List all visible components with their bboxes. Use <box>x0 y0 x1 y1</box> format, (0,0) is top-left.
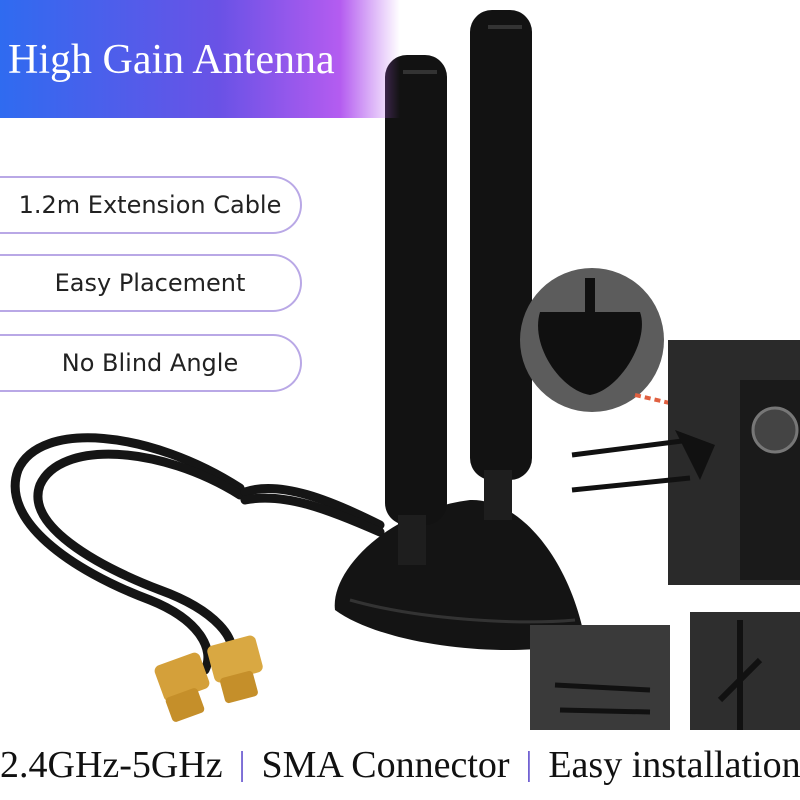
sma-connector-left <box>154 652 210 722</box>
spec-installation: Easy installation <box>548 744 800 786</box>
feature-badge-extension-cable: 1.2m Extension Cable <box>0 176 302 234</box>
spec-strip: 2.4GHz-5GHz | SMA Connector | Easy insta… <box>0 730 800 800</box>
extension-cable <box>10 433 385 675</box>
side-panel-inset-right <box>690 612 800 730</box>
pc-case-inset <box>571 340 800 585</box>
spec-separator: | <box>238 746 246 783</box>
side-panel-inset-left <box>530 625 670 730</box>
antenna-base <box>334 499 585 650</box>
feature-badge-easy-placement: Easy Placement <box>0 254 302 312</box>
headline-title: High Gain Antenna <box>8 37 335 83</box>
antenna-rod-right <box>470 10 532 520</box>
feature-badge-no-blind-angle: No Blind Angle <box>0 334 302 392</box>
product-photo <box>10 10 800 730</box>
headline-banner: High Gain Antenna <box>0 0 400 118</box>
spec-separator: | <box>525 746 533 783</box>
magnetic-base-inset <box>520 268 664 412</box>
spec-frequency: 2.4GHz-5GHz <box>0 744 223 786</box>
sma-connector-right <box>207 635 263 704</box>
spec-connector: SMA Connector <box>261 744 510 786</box>
antenna-rod-left <box>385 55 447 565</box>
